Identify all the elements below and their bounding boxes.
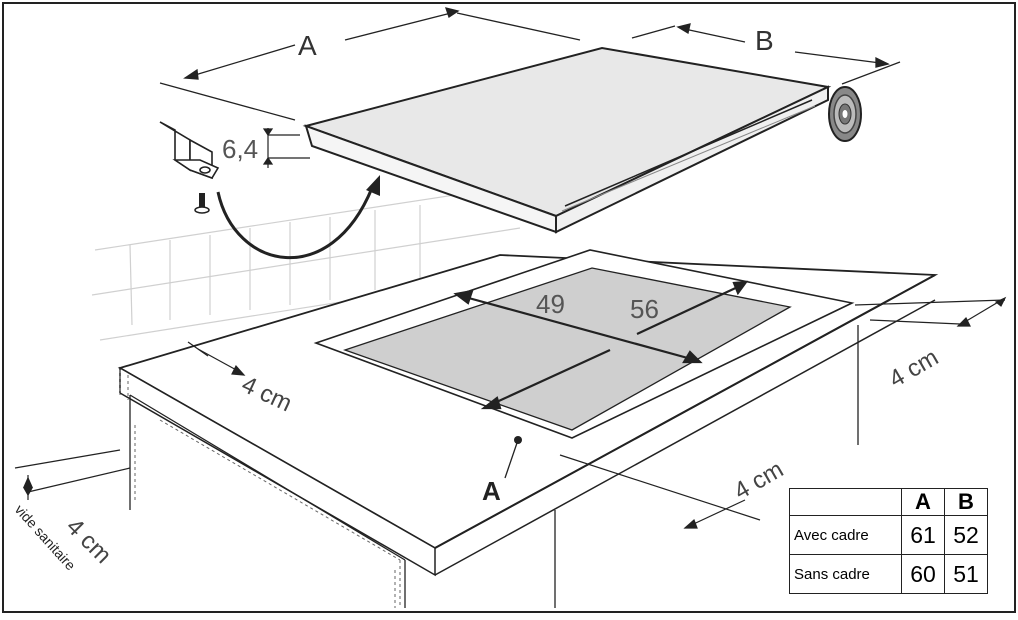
label-cut-width: 49 (536, 289, 565, 319)
seal-roll-icon (828, 86, 862, 142)
dimension-B (631, 23, 901, 85)
table-header-cell: A (901, 488, 945, 516)
label-cut-depth: 56 (630, 294, 659, 324)
label-A-marker: A (482, 476, 501, 506)
dimension-49 (453, 289, 703, 364)
table-header-cell: B (944, 488, 988, 516)
mounting-bracket-icon (159, 121, 220, 180)
cabinet (129, 325, 859, 608)
table-header-row: A B (789, 488, 988, 516)
table-row: Avec cadre 61 52 (789, 515, 988, 555)
marker-A (504, 436, 522, 479)
clearance-below (14, 449, 131, 500)
countertop-dashed (119, 370, 401, 608)
cooktop (302, 46, 832, 234)
label-clearance-front: 4 cm (730, 456, 789, 505)
row-label: Avec cadre (789, 515, 902, 555)
label-clearance-right: 4 cm (885, 344, 944, 393)
table-cell: 52 (944, 515, 988, 555)
clearance-left (187, 341, 246, 376)
table-cell: 60 (901, 554, 945, 594)
dimension-56 (480, 280, 749, 410)
label-A-top: A (298, 30, 317, 61)
dimension-A (159, 7, 581, 121)
table-cell: 61 (901, 515, 945, 555)
dimension-table: A B Avec cadre 61 52 Sans cadre 60 51 (789, 488, 988, 594)
label-thickness: 6,4 (222, 134, 258, 164)
table-header-cell (789, 488, 902, 516)
row-label: Sans cadre (789, 554, 902, 594)
clearance-front (559, 454, 761, 529)
curved-arrow-icon (216, 175, 380, 260)
clearance-right (854, 296, 1007, 327)
label-B-top: B (755, 25, 774, 56)
table-cell: 51 (944, 554, 988, 594)
table-row: Sans cadre 60 51 (789, 554, 988, 594)
dimension-thickness (262, 128, 310, 168)
screw-icon (194, 193, 210, 214)
